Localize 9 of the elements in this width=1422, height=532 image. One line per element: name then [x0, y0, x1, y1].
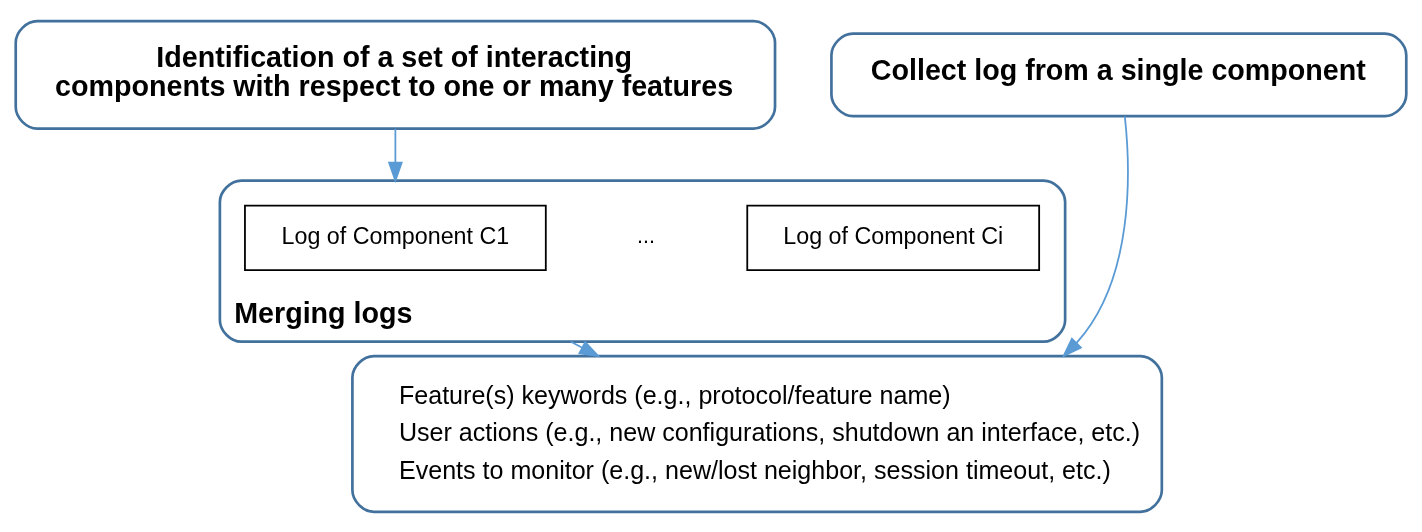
- node-box: Log of Component Ci: [746, 204, 1041, 271]
- node-box: Log of Component C1: [244, 204, 547, 271]
- node-box: Collect log from a single component: [830, 31, 1408, 117]
- label: ...: [637, 223, 656, 248]
- node-box: Feature(s) keywords (e.g., protocol/feature name) User actions (e.g., new configurations, shutdown an interface, etc.) Events to monitor (e.g., new/lost neighbor, session timeout, etc.): [351, 354, 1164, 513]
- arrow: [387, 127, 403, 183]
- arrow: [1061, 114, 1129, 358]
- arrow: [569, 340, 601, 357]
- node-box: Identification of a set of interacting components with respect to one or many features: [14, 19, 777, 130]
